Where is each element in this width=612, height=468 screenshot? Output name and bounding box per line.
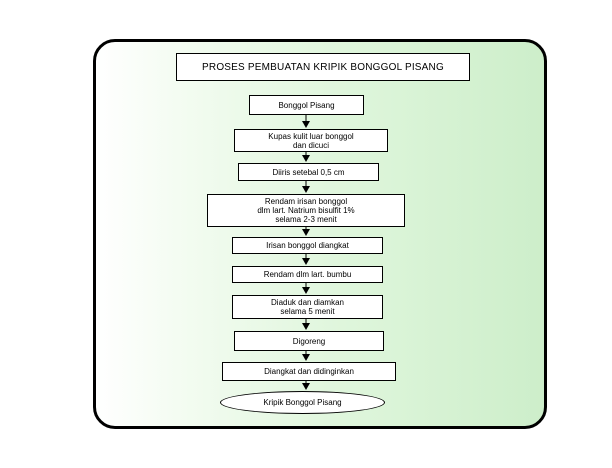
step-digoreng: Digoreng <box>234 331 384 351</box>
step-rendam-bumbu: Rendam dlm lart. bumbu <box>232 266 383 283</box>
step-irisan-diangkat: Irisan bonggol diangkat <box>232 237 383 254</box>
step-diiris: Diiris setebal 0,5 cm <box>238 163 379 181</box>
step-diangkat-didinginkan: Diangkat dan didinginkan <box>222 362 396 381</box>
step-kupas-dicuci: Kupas kulit luar bonggol dan dicuci <box>234 129 388 152</box>
step-diaduk-diamkan: Diaduk dan diamkan selama 5 menit <box>232 295 383 319</box>
diagram-title: PROSES PEMBUATAN KRIPIK BONGGOL PISANG <box>176 53 470 81</box>
step-kripik-bonggol-pisang: Kripik Bonggol Pisang <box>220 391 385 414</box>
step-rendam-natrium: Rendam irisan bonggol dlm lart. Natrium … <box>207 194 405 227</box>
step-bonggol-pisang: Bonggol Pisang <box>249 95 364 115</box>
